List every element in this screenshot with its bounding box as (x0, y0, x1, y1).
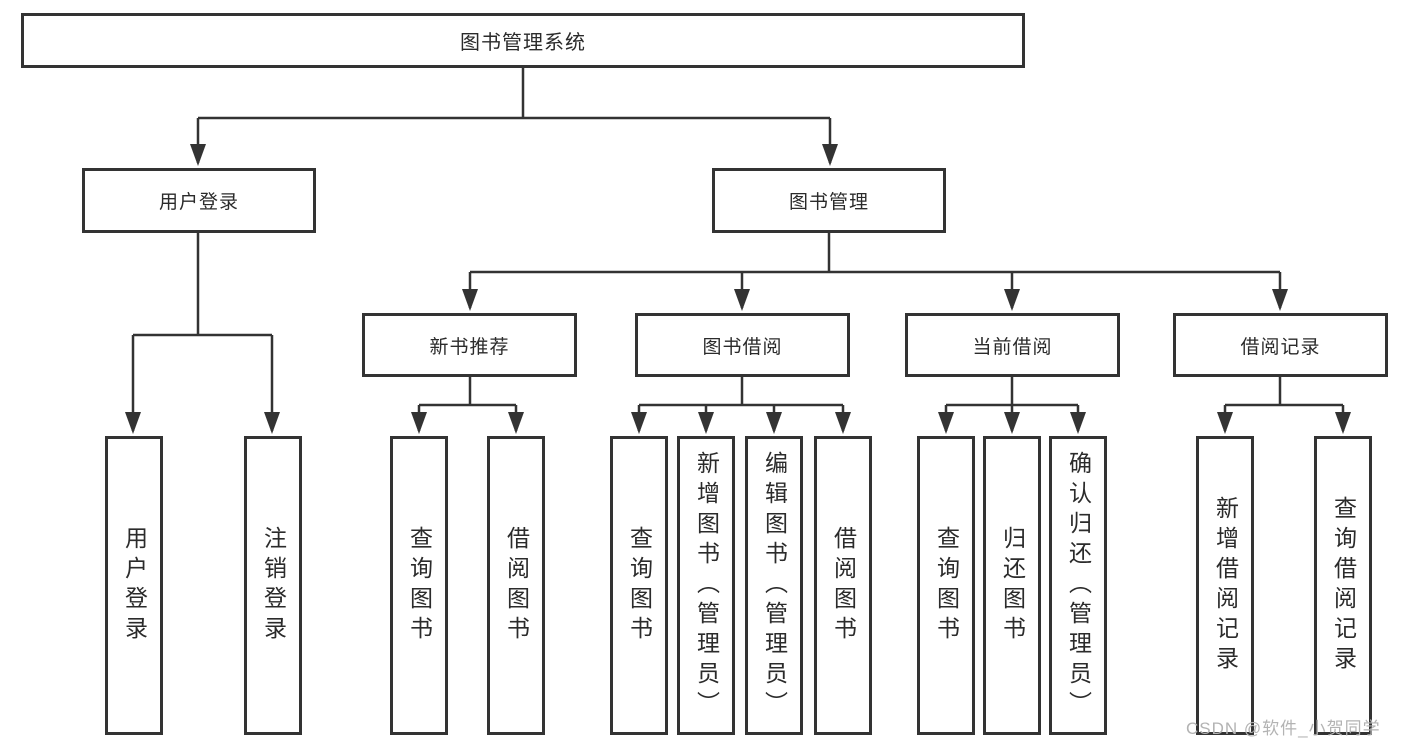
leaf-return-book-label: 归还图书 (999, 525, 1026, 646)
node-book-management-label: 图书管理 (788, 192, 869, 213)
node-library-system: 图书管理系统 (21, 13, 1025, 68)
node-book-borrow: 图书借阅 (635, 313, 850, 377)
csdn-watermark: CSDN @软件_小贺同学 (1186, 719, 1381, 738)
node-user-login: 用户登录 (82, 168, 316, 233)
leaf-add-borrow-record-label: 新增借阅记录 (1212, 495, 1239, 676)
node-user-login-label: 用户登录 (158, 192, 239, 213)
node-current-borrow: 当前借阅 (905, 313, 1120, 377)
leaf-borrow-book-label: 借阅图书 (830, 525, 857, 646)
leaf-borrow-book-recommend-label: 借阅图书 (503, 525, 530, 646)
leaf-user-login: 用户登录 (105, 436, 163, 735)
leaf-edit-book-admin: 编辑图书（管理员） (745, 436, 803, 735)
leaf-confirm-return-admin: 确认归还（管理员） (1049, 436, 1107, 735)
leaf-query-borrow-record: 查询借阅记录 (1314, 436, 1372, 735)
leaf-add-book-admin: 新增图书（管理员） (677, 436, 735, 735)
leaf-query-book-recommend-label: 查询图书 (406, 525, 433, 646)
leaf-query-book-current-label: 查询图书 (933, 525, 960, 646)
node-library-system-label: 图书管理系统 (460, 32, 586, 54)
connector-new-book-trunk (419, 377, 516, 407)
leaf-query-borrow-record-label: 查询借阅记录 (1330, 495, 1357, 676)
leaf-user-login-label: 用户登录 (121, 525, 148, 646)
node-new-book-recommend-label: 新书推荐 (429, 336, 510, 358)
connector-current-borrow-trunk (946, 377, 1078, 407)
leaf-borrow-book-recommend: 借阅图书 (487, 436, 545, 735)
leaf-query-book-recommend: 查询图书 (390, 436, 448, 735)
connector-book-mgmt-trunk (470, 233, 1280, 274)
leaf-add-borrow-record: 新增借阅记录 (1196, 436, 1254, 735)
leaf-edit-book-admin-label: 编辑图书（管理员） (761, 450, 788, 721)
node-new-book-recommend: 新书推荐 (362, 313, 577, 377)
leaf-borrow-book: 借阅图书 (814, 436, 872, 735)
leaf-query-book-current: 查询图书 (917, 436, 975, 735)
connector-root-trunk (198, 68, 830, 120)
leaf-add-book-admin-label: 新增图书（管理员） (693, 450, 720, 721)
node-borrow-records: 借阅记录 (1173, 313, 1388, 377)
connector-borrow-records-trunk (1225, 377, 1343, 407)
node-book-borrow-label: 图书借阅 (702, 336, 783, 358)
leaf-return-book: 归还图书 (983, 436, 1041, 735)
node-book-management: 图书管理 (712, 168, 946, 233)
leaf-query-book-borrow: 查询图书 (610, 436, 668, 735)
leaf-confirm-return-admin-label: 确认归还（管理员） (1065, 450, 1092, 721)
connector-user-login-trunk (133, 233, 272, 337)
node-borrow-records-label: 借阅记录 (1240, 336, 1321, 358)
node-current-borrow-label: 当前借阅 (972, 336, 1053, 358)
leaf-query-book-borrow-label: 查询图书 (626, 525, 653, 646)
leaf-logout-label: 注销登录 (260, 525, 287, 646)
leaf-logout: 注销登录 (244, 436, 302, 735)
connector-book-borrow-trunk (639, 377, 843, 407)
